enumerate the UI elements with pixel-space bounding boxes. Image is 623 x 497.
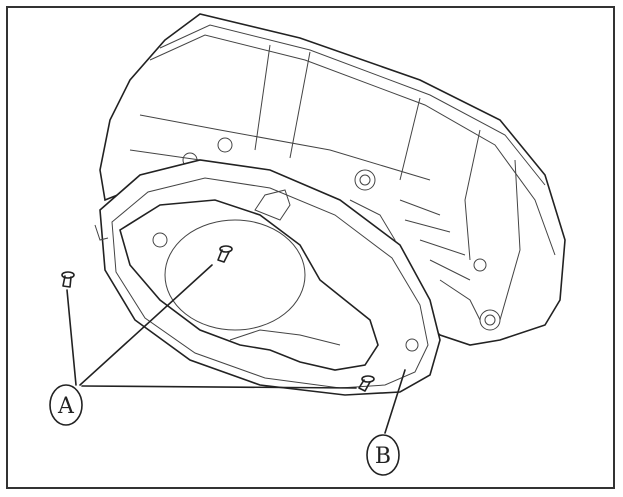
screw-left (61, 271, 75, 288)
screw-bottom (358, 375, 375, 392)
callout-a-label: A (57, 394, 75, 419)
callout-b-label: B (375, 444, 391, 469)
callout-a: A (49, 384, 83, 426)
leader-line-b (384, 369, 406, 434)
fan-cover-part-b (94, 159, 441, 396)
diagram-frame (6, 6, 615, 489)
leader-lines-a (66, 264, 357, 389)
callout-b: B (366, 434, 400, 476)
engine-body (99, 13, 566, 346)
screw-center (217, 245, 233, 263)
